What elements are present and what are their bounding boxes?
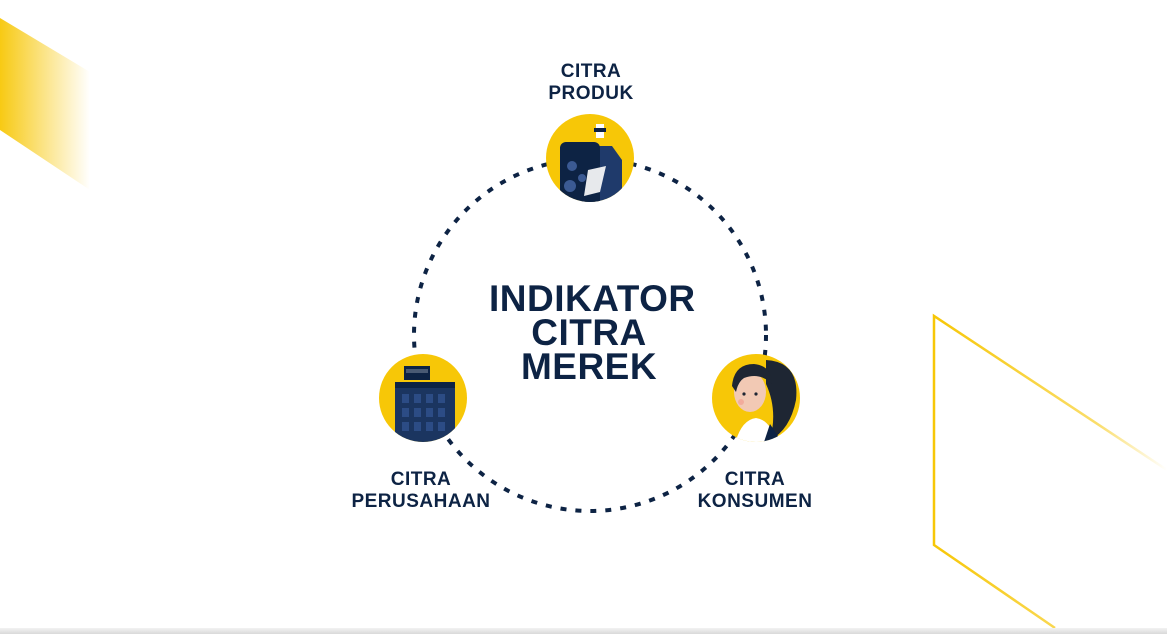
node-label-konsumen: CITRA KONSUMEN	[655, 469, 855, 513]
node-product-icon	[546, 114, 634, 202]
decor-outline-triangle	[932, 313, 1167, 630]
node-label-perusahaan: CITRA PERUSAHAAN	[321, 469, 521, 513]
node-consumer-icon	[712, 354, 800, 442]
bottom-divider	[0, 628, 1167, 634]
center-title: INDIKATOR CITRA MEREK	[489, 278, 696, 387]
node-label-produk-line1: CITRA	[560, 61, 622, 82]
center-title-line3: MEREK	[520, 346, 658, 387]
node-label-produk-line2: PRODUK	[548, 83, 634, 104]
node-label-perusahaan-line1: CITRA	[390, 469, 452, 490]
node-label-produk: CITRA PRODUK	[491, 61, 691, 105]
center-title-line1: INDIKATOR	[489, 278, 696, 319]
node-label-konsumen-line1: CITRA	[724, 469, 786, 490]
center-title-line2: CITRA	[531, 312, 647, 353]
node-label-konsumen-line2: KONSUMEN	[697, 491, 813, 512]
node-label-perusahaan-line2: PERUSAHAAN	[351, 491, 491, 512]
node-company-icon	[379, 354, 467, 442]
decor-corner-triangle	[0, 18, 90, 190]
